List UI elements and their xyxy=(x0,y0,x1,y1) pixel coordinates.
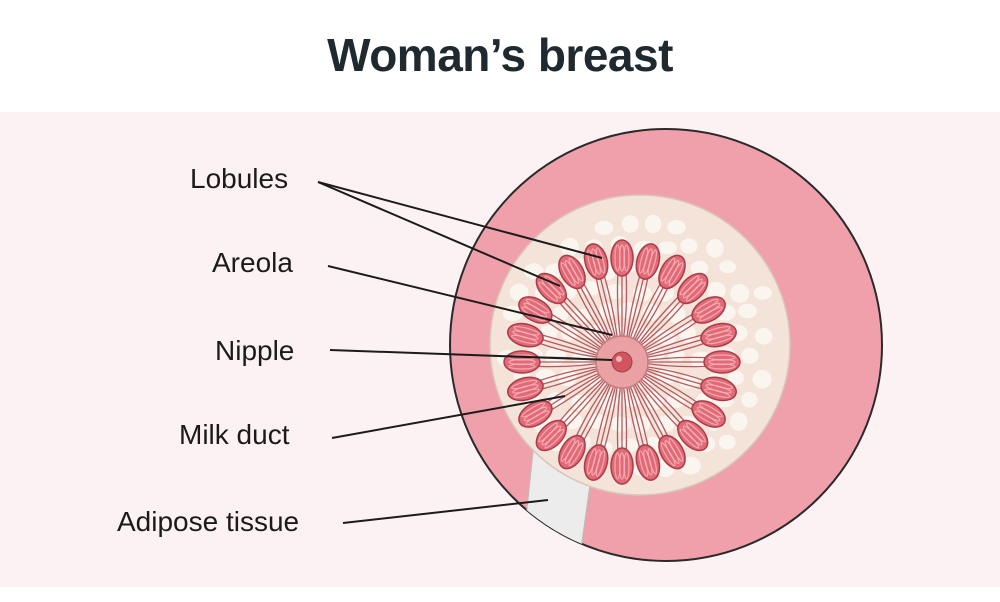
label-areola: Areola xyxy=(212,247,293,278)
lobule xyxy=(658,434,686,470)
label-lobules: Lobules xyxy=(190,163,288,194)
fat-globule xyxy=(690,260,709,276)
leader-line-adipose-tissue xyxy=(342,499,549,524)
fat-globule xyxy=(668,347,685,364)
fat-globule xyxy=(535,369,556,383)
fat-globule xyxy=(632,285,652,302)
fat-globule xyxy=(657,241,678,255)
fat-globule xyxy=(706,239,724,258)
fat-globule xyxy=(666,393,685,409)
fat-globule xyxy=(719,260,737,274)
lobule xyxy=(558,254,586,290)
nipple-highlight xyxy=(616,356,622,362)
label-adipose-tissue: Adipose tissue xyxy=(117,506,299,537)
fat-globule xyxy=(741,391,758,408)
fat-globule xyxy=(754,327,773,345)
lobule xyxy=(558,434,586,470)
lobule xyxy=(635,243,661,280)
fat-globule xyxy=(545,347,567,365)
lobule xyxy=(703,350,741,374)
fat-globule xyxy=(730,284,750,303)
lobule xyxy=(677,419,709,452)
fat-globule xyxy=(730,412,748,431)
fat-globule xyxy=(509,283,529,302)
lobule xyxy=(535,419,567,452)
leader-line-nipple xyxy=(329,349,613,361)
fat-globule xyxy=(738,303,757,319)
label-milk-duct: Milk duct xyxy=(179,419,290,450)
lobule xyxy=(700,322,737,348)
lobule xyxy=(658,254,686,290)
fat-globule xyxy=(679,374,699,389)
fat-globule xyxy=(752,369,772,389)
fat-globule xyxy=(539,325,558,340)
fat-globule xyxy=(706,281,726,300)
lobule xyxy=(507,322,544,348)
leader-line-lobules-2 xyxy=(317,181,561,287)
lobule xyxy=(507,376,544,402)
fat-globule xyxy=(753,286,773,300)
lobule xyxy=(503,350,541,374)
diagram-title: Woman’s breast xyxy=(327,29,673,81)
fat-globule xyxy=(653,285,674,302)
fat-globule xyxy=(621,215,639,233)
nipple xyxy=(611,351,633,373)
lobule xyxy=(610,239,634,277)
leader-line-milk-duct xyxy=(331,395,566,439)
lobule xyxy=(583,243,609,280)
lobule xyxy=(691,400,726,428)
fat-globule xyxy=(727,370,744,386)
lobule xyxy=(518,296,553,324)
fat-globule xyxy=(680,238,698,254)
lobule xyxy=(635,444,661,481)
fat-globule xyxy=(605,284,625,300)
label-nipple: Nipple xyxy=(215,335,294,366)
leader-line-areola xyxy=(327,265,613,336)
fat-globule xyxy=(667,220,686,235)
leader-line-lobules-1 xyxy=(317,181,603,259)
leader-lines xyxy=(317,181,613,524)
fat-globule xyxy=(582,281,601,296)
lobule xyxy=(610,447,634,485)
fat-globule xyxy=(741,347,759,364)
lobule xyxy=(700,376,737,402)
fat-globule xyxy=(644,214,662,234)
lobule xyxy=(691,296,726,324)
fat-globule xyxy=(609,416,632,432)
lobule xyxy=(677,272,709,305)
lobule xyxy=(583,444,609,481)
fat-globule xyxy=(718,434,736,450)
fat-globule xyxy=(594,220,614,236)
lobule xyxy=(518,400,553,428)
fat-globule xyxy=(552,306,569,322)
